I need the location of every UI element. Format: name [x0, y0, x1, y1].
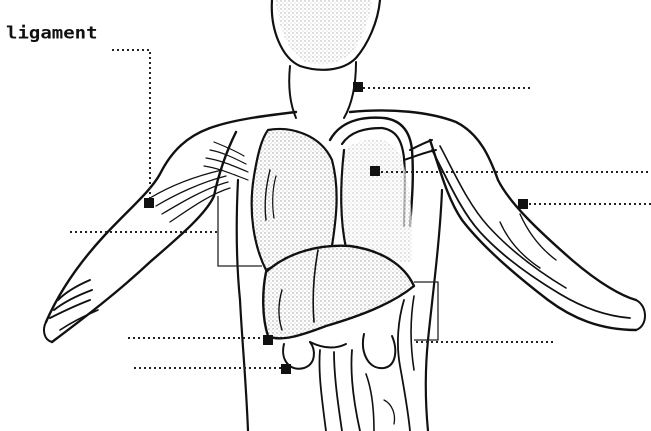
caption-ligament: ligament	[6, 23, 98, 43]
neck-outline	[272, 0, 380, 118]
marker-neck	[353, 82, 363, 92]
marker-arm-vessel	[518, 199, 528, 209]
marker-lung	[370, 166, 380, 176]
markers	[144, 82, 528, 374]
liver	[263, 246, 414, 339]
leader-ligament	[112, 50, 150, 204]
marker-intestine	[281, 364, 291, 374]
marker-arm-muscle	[144, 198, 154, 208]
marker-liver	[263, 335, 273, 345]
